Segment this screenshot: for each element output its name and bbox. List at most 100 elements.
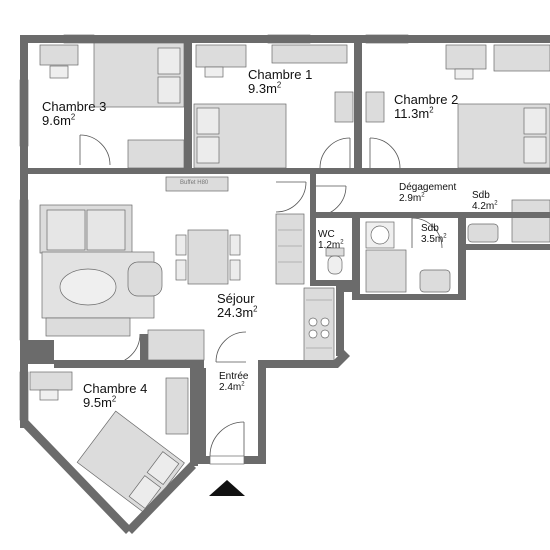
nightstand-chambre2 [365, 91, 385, 123]
dining-chair-a [175, 234, 187, 256]
wall-diagonal [20, 420, 132, 534]
desk-chambre2 [445, 44, 487, 70]
buffet-label: Buffet H80 [180, 180, 209, 186]
wall-bath-bottom [344, 284, 352, 292]
room-area: 9.6m2 [42, 112, 76, 128]
pillow-chambre1 [196, 107, 220, 135]
room-label-sdb1: Sdb 4.2m2 [472, 190, 498, 212]
wardrobe-chambre4 [165, 377, 189, 435]
room-area: 11.3m2 [394, 105, 434, 121]
room-area: 2.9m2 [399, 192, 425, 204]
sofa-cushion-b [86, 209, 126, 251]
hob-a [308, 317, 318, 327]
wall-kitchen-right [336, 284, 344, 356]
wall-degagement-bottom [310, 212, 550, 218]
room-area: 9.3m2 [248, 80, 282, 96]
window-entree [209, 455, 245, 465]
room-label-chambre3: Chambre 3 9.6m2 [42, 100, 106, 127]
wall-left [20, 35, 28, 428]
wall-kitchen-diag [258, 350, 350, 368]
wall-sdb2-bottom [352, 294, 464, 300]
wall-entree-left [198, 368, 206, 464]
wall-diagonal-right [126, 462, 196, 534]
armchair [127, 261, 163, 297]
door-sdb2-arc [411, 217, 443, 249]
room-name: Chambre 4 [83, 381, 148, 396]
door-chambre3-arc [79, 134, 111, 166]
door-degagement-arc [315, 185, 347, 217]
door-chambre4-arc [109, 333, 141, 365]
wall-layer [20, 35, 550, 534]
room-area: 24.3m2 [217, 304, 258, 320]
wall-chambre4-right [190, 368, 198, 466]
pillow-chambre3-b [157, 76, 181, 104]
wall-top [20, 35, 550, 43]
room-name: Dégagement [399, 182, 457, 193]
door-front-arc [209, 421, 245, 457]
wall-sdb2-right [458, 212, 466, 300]
room-name: Chambre 2 [394, 92, 459, 107]
hob-b [320, 317, 330, 327]
shelf-chambre2 [493, 44, 550, 72]
wall-sdb1-bottom [458, 244, 550, 250]
pillow-chambre2-b [523, 136, 547, 164]
door-chambre2-arc [369, 137, 401, 169]
sofa-cushion-a [46, 209, 86, 251]
room-name: Séjour [217, 291, 255, 306]
furniture-layer [29, 42, 550, 515]
kitchen-column [275, 213, 305, 285]
room-name: Chambre 1 [248, 67, 313, 82]
shower-sdb1 [511, 199, 550, 243]
wall-degagement-left [310, 174, 316, 284]
hob-c [308, 329, 318, 339]
basin-sdb1 [467, 223, 499, 243]
pillow-chambre2 [523, 107, 547, 135]
kitchen-counter [303, 287, 335, 363]
room-label-sejour: Séjour 24.3m2 [217, 292, 258, 319]
shower-sdb2 [365, 249, 407, 293]
basin-sdb2 [419, 269, 451, 293]
desk-chambre3 [39, 44, 79, 66]
dining-chair-d [229, 259, 241, 281]
room-label-degagement: Dégagement 2.9m2 [399, 182, 457, 204]
wall-entree-right [258, 360, 266, 464]
shelf-chambre1 [271, 44, 348, 64]
wardrobe-chambre3 [127, 139, 185, 169]
wall-ch1-ch2 [354, 35, 362, 173]
wall-wc-bottom [310, 280, 360, 286]
hob-d [320, 329, 330, 339]
wall-ch3-ch1 [184, 35, 192, 173]
room-label-chambre4: Chambre 4 9.5m2 [83, 382, 147, 409]
wall-sejour-bottom-left [20, 340, 54, 364]
room-area: 4.2m2 [472, 200, 498, 212]
room-area: 1.2m2 [318, 239, 344, 251]
pillow-chambre3 [157, 47, 181, 75]
pillow-chambre1-b [196, 136, 220, 164]
wall-column [140, 334, 148, 360]
room-area: 2.4m2 [219, 381, 245, 393]
door-chambre1-arc [319, 137, 351, 169]
desk-chambre4 [29, 371, 73, 391]
room-label-chambre2: Chambre 2 11.3m2 [394, 93, 458, 120]
room-area: 9.5m2 [83, 394, 117, 410]
wall-chambres-bottom [20, 168, 550, 174]
kitchen-detail [278, 229, 332, 349]
desk-sejour [147, 329, 205, 361]
nightstand-chambre1 [334, 91, 354, 123]
room-name: Entrée [219, 371, 249, 382]
entrance-arrow-icon [209, 480, 245, 496]
room-name: Sdb [472, 190, 490, 201]
tv-unit [45, 317, 131, 337]
door-entree-sejour-arc [215, 331, 247, 363]
dining-chair-c [229, 234, 241, 256]
door-layer [79, 134, 443, 457]
buffet [165, 176, 229, 192]
coffee-table [59, 268, 117, 306]
wall-wc-right [352, 212, 360, 300]
room-name: WC [318, 229, 335, 240]
wall-sejour-bottom [54, 360, 204, 368]
room-label-entree: Entrée 2.4m2 [219, 371, 249, 393]
wall-entree-bottom [198, 456, 210, 464]
bed-chambre4 [76, 410, 185, 515]
